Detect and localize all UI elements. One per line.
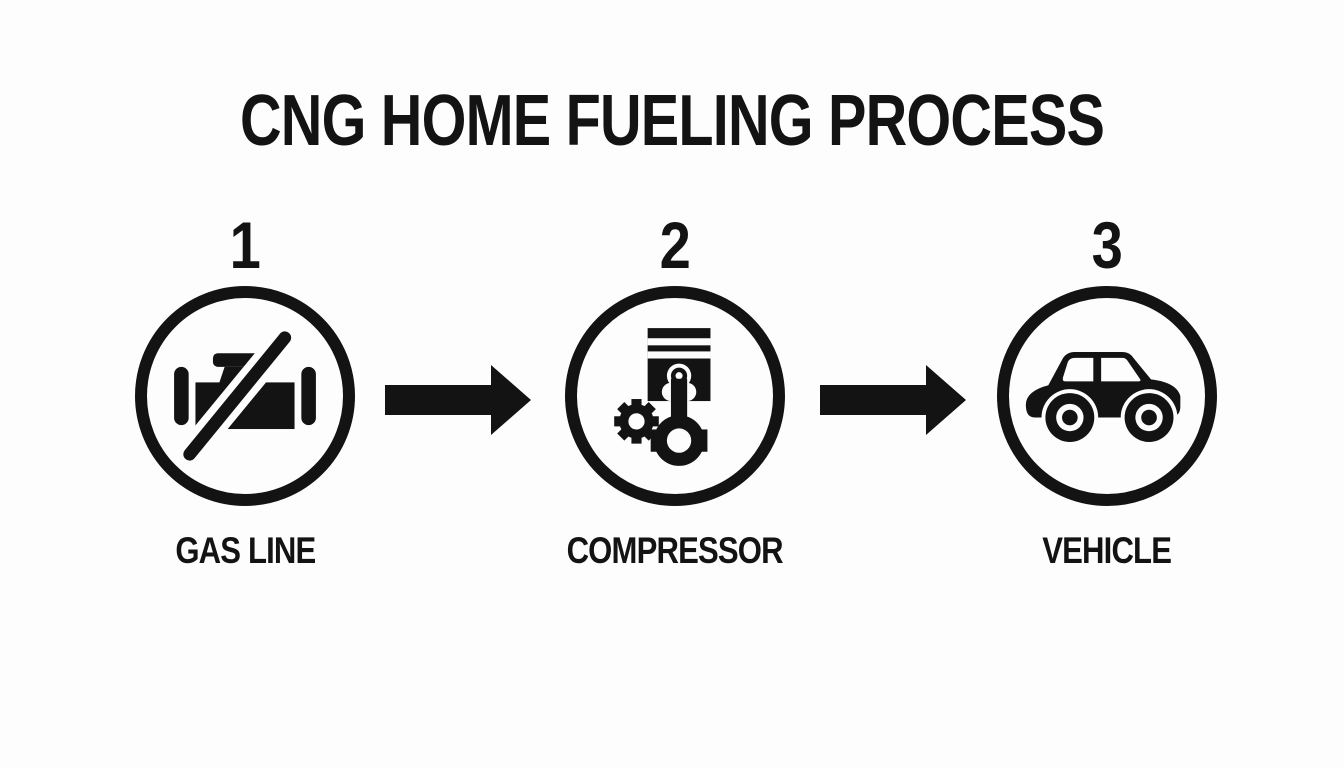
step-number: 1 — [229, 208, 261, 282]
vehicle-icon — [1019, 342, 1195, 450]
arrow-right-icon — [820, 365, 966, 440]
step-circle — [565, 286, 785, 506]
step-gas-line: 1 GAS LINE — [85, 210, 405, 570]
page-title: CNG HOME FUELING PROCESS — [0, 84, 1344, 158]
step-label: GAS LINE — [174, 530, 316, 571]
arrow-right-icon — [385, 365, 531, 440]
step-circle — [997, 286, 1217, 506]
step-label: COMPRESSOR — [566, 530, 784, 571]
compressor-icon — [608, 320, 742, 472]
step-number: 2 — [659, 208, 691, 282]
step-number: 3 — [1091, 208, 1123, 282]
gas-line-icon — [161, 328, 329, 464]
page-title-text: CNG HOME FUELING PROCESS — [239, 81, 1105, 161]
step-circle — [135, 286, 355, 506]
step-label: VEHICLE — [1042, 530, 1173, 571]
step-vehicle: 3 VEHICLE — [947, 210, 1267, 570]
step-compressor: 2 — [515, 210, 835, 570]
